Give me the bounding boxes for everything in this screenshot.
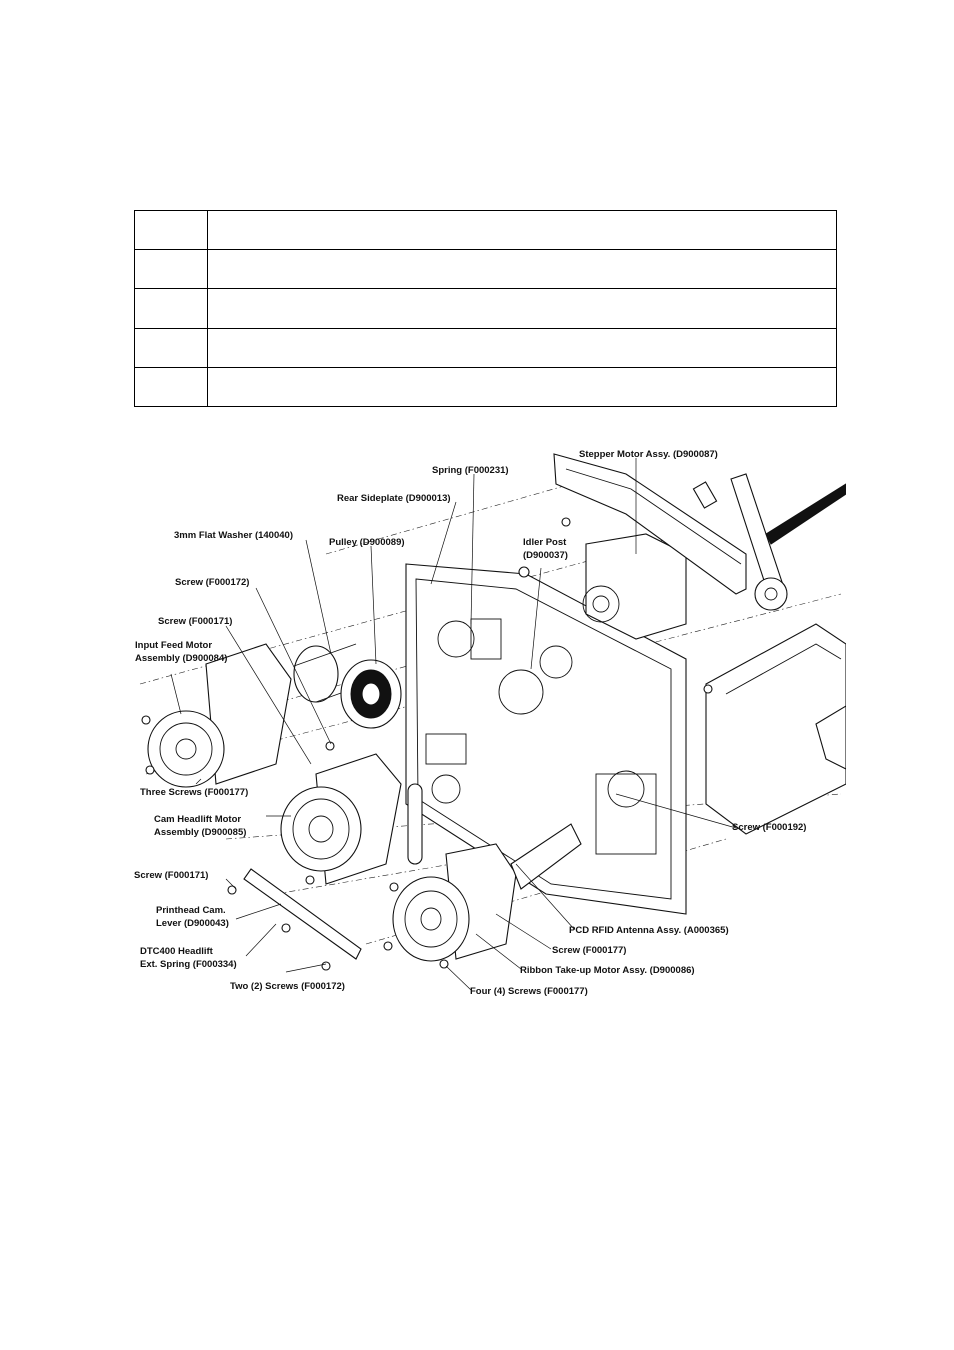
label-stepper-motor: Stepper Motor Assy. (D900087) [579, 449, 718, 460]
label-screw-f000177: Screw (F000177) [552, 945, 626, 956]
callout-labels: Stepper Motor Assy. (D900087) Spring (F0… [134, 449, 806, 997]
table-row [134, 249, 837, 290]
label-spring: Spring (F000231) [432, 465, 509, 476]
table-cell [134, 327, 208, 368]
input-feed-motor-part [147, 643, 367, 788]
table-row [134, 209, 837, 251]
table-cell [207, 366, 837, 408]
label-three-screws: Three Screws (F000177) [140, 787, 248, 798]
label-pulley: Pulley (D900089) [329, 537, 405, 548]
exploded-parts-diagram: Stepper Motor Assy. (D900087) Spring (F0… [134, 449, 846, 997]
ribbon-takeup-motor-part [392, 823, 582, 962]
label-idler-post-2: (D900037) [523, 550, 568, 561]
table-row [134, 366, 837, 408]
label-printhead-cam-2: Lever (D900043) [156, 918, 229, 929]
label-screw-f000192: Screw (F000192) [732, 822, 806, 833]
stepper-motor-part [582, 533, 687, 640]
table-row [134, 288, 837, 329]
label-ribbon-takeup: Ribbon Take-up Motor Assy. (D900086) [520, 965, 695, 976]
right-frame-part [705, 623, 846, 835]
table-cell [207, 327, 837, 368]
screws [141, 517, 713, 971]
empty-table [134, 209, 837, 408]
table-cell [134, 249, 208, 290]
table-cell [134, 366, 208, 408]
label-screw-f000171-top: Screw (F000171) [158, 616, 232, 627]
cam-headlift-motor-part [280, 753, 402, 885]
label-cam-headlift-1: Cam Headlift Motor [154, 814, 241, 825]
label-two-screws: Two (2) Screws (F000172) [230, 981, 345, 992]
rear-sideplate-part [405, 563, 687, 915]
label-dtc400-1: DTC400 Headlift [140, 946, 214, 957]
label-dtc400-2: Ext. Spring (F000334) [140, 959, 237, 970]
label-rear-sideplate: Rear Sideplate (D900013) [337, 493, 451, 504]
label-four-screws: Four (4) Screws (F000177) [470, 986, 588, 997]
label-input-feed-1: Input Feed Motor [135, 640, 212, 651]
label-input-feed-2: Assembly (D900084) [135, 653, 227, 664]
table-cell [207, 288, 837, 329]
table-cell [207, 209, 837, 251]
table-row [134, 327, 837, 368]
table-cell [134, 288, 208, 329]
lever-arm-part [692, 473, 846, 611]
leader-lines [170, 458, 737, 991]
label-pcd-rfid: PCD RFID Antenna Assy. (A000365) [569, 925, 729, 936]
label-screw-f000172: Screw (F000172) [175, 577, 249, 588]
label-flat-washer: 3mm Flat Washer (140040) [174, 530, 293, 541]
table-cell [134, 209, 208, 251]
top-rail-part [553, 453, 747, 595]
label-idler-post-1: Idler Post [523, 537, 567, 548]
label-cam-headlift-2: Assembly (D900085) [154, 827, 246, 838]
label-screw-f000171-bottom: Screw (F000171) [134, 870, 208, 881]
pulley-part [340, 659, 402, 729]
headlift-spring-part [243, 783, 423, 960]
label-printhead-cam-1: Printhead Cam. [156, 905, 226, 916]
table-cell [207, 249, 837, 290]
